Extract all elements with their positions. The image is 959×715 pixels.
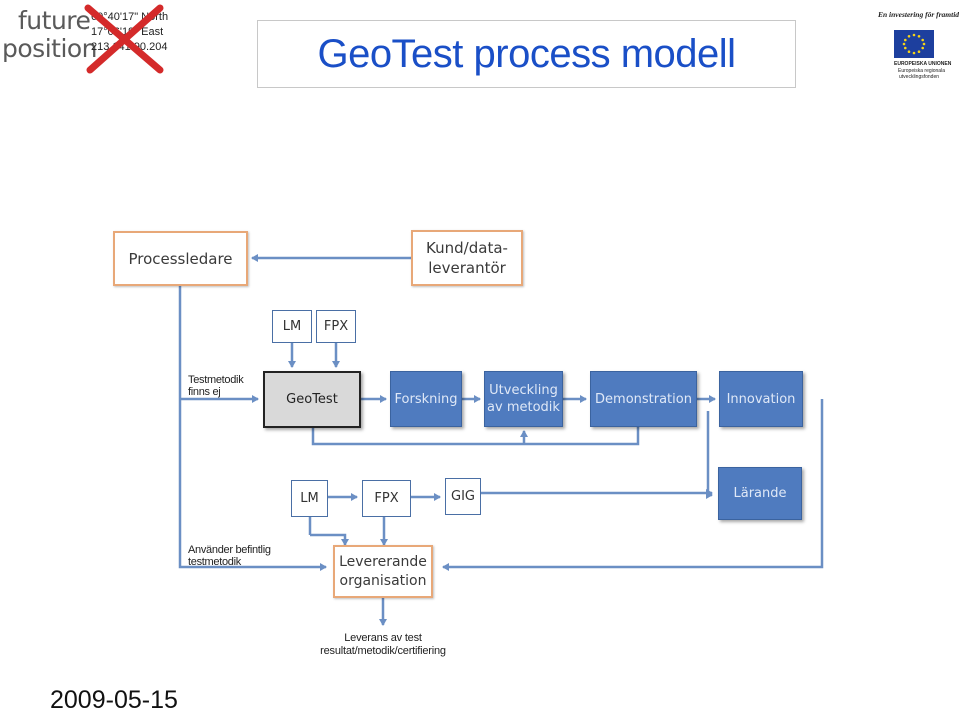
logo-x-mark-icon xyxy=(84,4,164,74)
leverans-line2: resultat/metodik/certifiering xyxy=(320,645,446,657)
kund-label-line2: leverantör xyxy=(428,259,506,277)
innovation-box[interactable]: Innovation xyxy=(719,371,803,427)
utveckling-label-line1: Utveckling xyxy=(489,383,558,398)
arrow-mid-lm-to-levererande xyxy=(310,533,349,546)
slide-date: 2009-05-15 xyxy=(50,686,178,714)
note-testmetodik-finns-ej: Testmetodik finns ej xyxy=(188,374,244,398)
logo-text-position: position xyxy=(2,34,98,63)
larande-box[interactable]: Lärande xyxy=(718,467,802,520)
eu-label-fund: utvecklingsfonden xyxy=(899,74,940,80)
levererande-organisation-box[interactable]: Levererande organisation xyxy=(333,545,433,598)
forskning-box[interactable]: Forskning xyxy=(390,371,462,427)
note-testmetodik-line2: finns ej xyxy=(188,386,221,398)
processledare-label: Processledare xyxy=(128,249,233,268)
note-anvander-befintlig: Använder befintlig testmetodik xyxy=(188,544,271,568)
logo-text-future: future xyxy=(18,6,91,35)
note-anvander-line2: testmetodik xyxy=(188,556,241,568)
geotest-box[interactable]: GeoTest xyxy=(263,371,361,428)
title-box: GeoTest process modell xyxy=(257,20,796,88)
mid-lm-box[interactable]: LM xyxy=(291,480,328,517)
innovation-label: Innovation xyxy=(726,391,796,407)
top-fpx-label: FPX xyxy=(323,319,349,334)
kund-label-line1: Kund/data- xyxy=(426,239,508,257)
eu-label-union: EUROPEISKA UNIONEN xyxy=(894,61,952,67)
leverans-line1: Leverans av test xyxy=(344,632,422,644)
levererande-label-line2: organisation xyxy=(339,572,427,589)
processledare-box[interactable]: Processledare xyxy=(113,231,248,286)
top-lm-box[interactable]: LM xyxy=(272,310,312,343)
connector-left-spine xyxy=(178,286,327,571)
mid-fpx-label: FPX xyxy=(374,491,399,506)
eu-label-regional: Europeiska regionala xyxy=(898,68,945,74)
eu-flag-icon xyxy=(894,30,934,58)
larande-label: Lärande xyxy=(733,486,787,501)
kund-dataleverantor-box[interactable]: Kund/data- leverantör xyxy=(411,230,523,286)
forskning-label: Forskning xyxy=(394,391,458,407)
page-title: GeoTest process modell xyxy=(317,31,736,76)
demonstration-box[interactable]: Demonstration xyxy=(590,371,697,427)
levererande-label-line1: Levererande xyxy=(339,553,427,570)
connector-innovation-to-levererande xyxy=(442,399,824,571)
demonstration-label: Demonstration xyxy=(595,391,692,407)
utveckling-box[interactable]: Utveckling av metodik xyxy=(484,371,563,427)
mid-lm-label: LM xyxy=(300,491,319,506)
gig-label: GIG xyxy=(451,489,475,504)
leverans-output-text: Leverans av test resultat/metodik/certif… xyxy=(300,632,466,658)
connector-to-larande xyxy=(706,411,713,499)
top-lm-label: LM xyxy=(282,319,302,334)
note-anvander-line1: Använder befintlig xyxy=(188,544,271,556)
future-position-logo: future position 60°40'17" North 17°06'19… xyxy=(0,4,180,74)
eu-logo: En investering för framtiden EUROPEISKA … xyxy=(872,8,959,88)
top-fpx-box[interactable]: FPX xyxy=(316,310,356,343)
eu-tagline: En investering för framtiden xyxy=(878,10,959,19)
utveckling-label-line2: av metodik xyxy=(487,400,560,415)
geotest-label: GeoTest xyxy=(286,392,338,407)
feedback-demonstration-to-utveckling xyxy=(311,427,640,446)
mid-fpx-box[interactable]: FPX xyxy=(362,480,411,517)
note-testmetodik-line1: Testmetodik xyxy=(188,374,244,386)
gig-box[interactable]: GIG xyxy=(445,478,481,515)
coordinates-block: 60°40'17" North 17°06'19" East 213.141.9… xyxy=(91,10,168,55)
